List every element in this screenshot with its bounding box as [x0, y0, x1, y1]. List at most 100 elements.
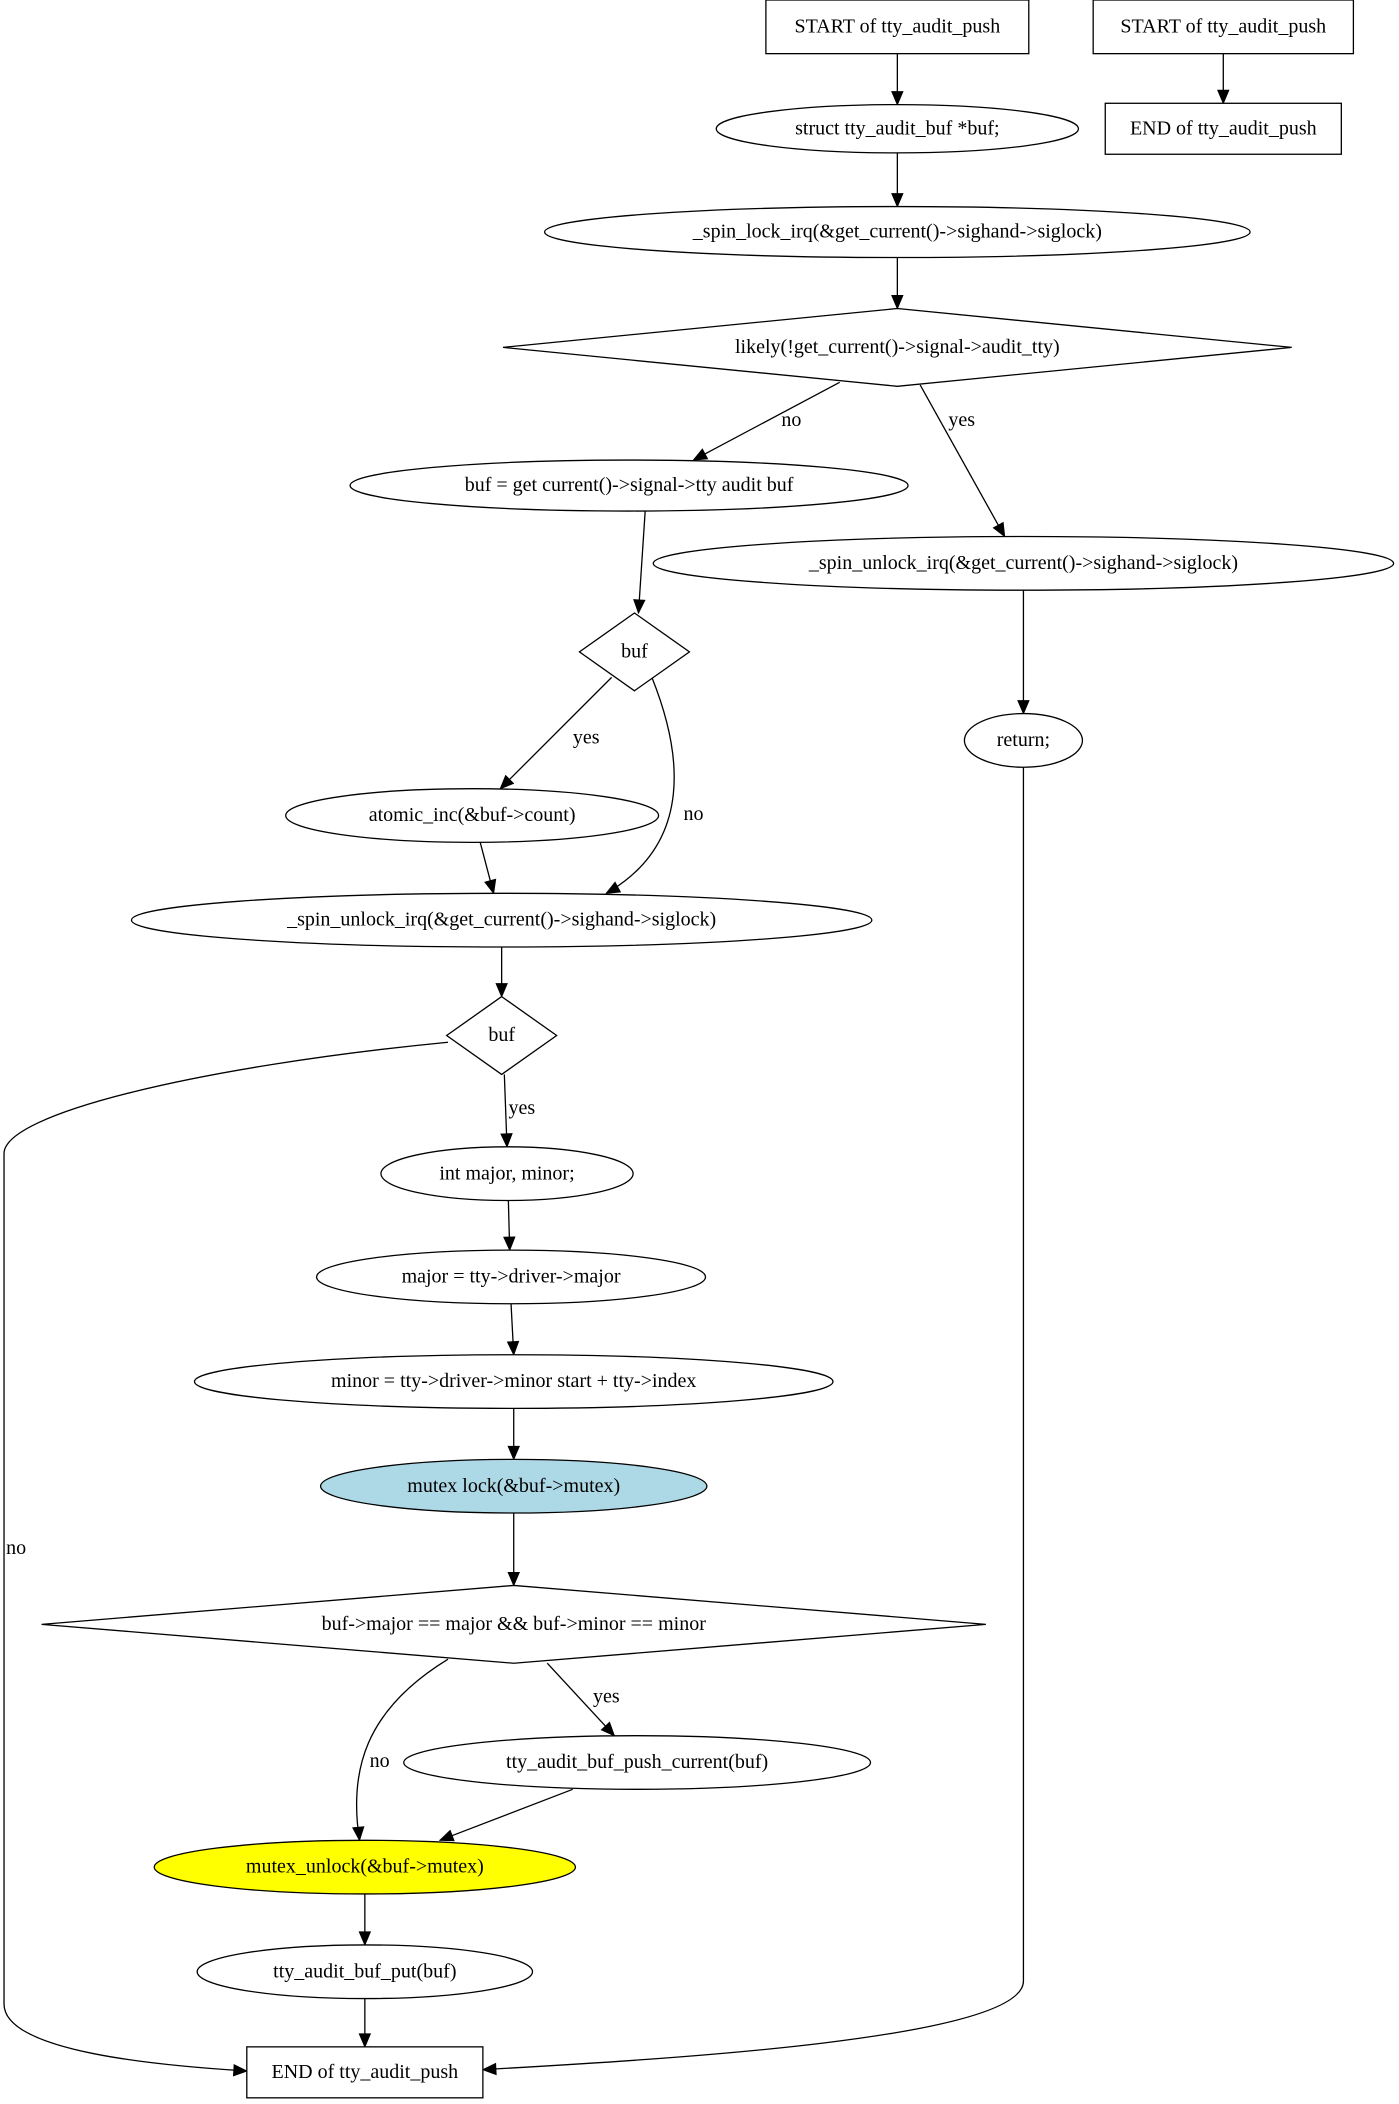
edge-likely_check-to-spin_unlock_yes: yes	[919, 384, 1006, 538]
edge-label: no	[370, 1750, 390, 1772]
node-return_node: return;	[963, 712, 1084, 768]
ellipse-shape	[403, 1735, 872, 1790]
edge-label: yes	[573, 727, 600, 749]
edge-arrowhead	[438, 1829, 455, 1842]
node-label: likely(!get_current()->signal->audit_tty…	[735, 336, 1060, 358]
node-buf_check2: buf	[445, 995, 558, 1076]
edge-arrowhead	[1017, 700, 1030, 715]
node-decl_buf: struct tty_audit_buf *buf;	[715, 103, 1080, 154]
ellipse-shape	[543, 205, 1251, 259]
ellipse-shape	[153, 1839, 577, 1895]
edge-start_main-to-decl_buf	[891, 53, 904, 106]
node-spin_lock: _spin_lock_irq(&get_current()->sighand->…	[543, 205, 1251, 259]
edge-label: no	[6, 1537, 26, 1559]
edge-arrowhead	[507, 1571, 520, 1587]
edge-arrowhead	[352, 1826, 365, 1842]
edge-arrowhead	[992, 521, 1006, 538]
edge-line	[439, 1788, 573, 1841]
node-assign_major: major = tty->driver->major	[315, 1249, 707, 1305]
node-label: _spin_lock_irq(&get_current()->sighand->…	[692, 221, 1102, 243]
node-mutex_unlock: mutex_unlock(&buf->mutex)	[153, 1839, 577, 1895]
box-shape	[1092, 0, 1355, 55]
edge-arrowhead	[499, 774, 515, 790]
node-label: buf	[488, 1024, 515, 1046]
edge-buf_put-to-end_main	[358, 1998, 372, 2049]
edge-assign_buf-to-buf_check1	[633, 511, 646, 615]
node-end_alt: END of tty_audit_push	[1104, 102, 1342, 155]
edge-arrowhead	[692, 448, 709, 461]
ellipse-shape	[193, 1354, 834, 1410]
edge-buf_check1-to-atomic_inc: yes	[499, 676, 613, 790]
edge-likely_check-to-assign_buf: no	[692, 381, 840, 461]
node-label: END of tty_audit_push	[272, 2061, 459, 2083]
node-start_main: START of tty_audit_push	[765, 0, 1030, 55]
node-push_current: tty_audit_buf_push_current(buf)	[403, 1735, 872, 1790]
edge-line	[482, 767, 1025, 2071]
node-atomic_inc: atomic_inc(&buf->count)	[285, 788, 660, 844]
node-label: _spin_unlock_irq(&get_current()->sighand…	[286, 909, 716, 931]
edge-arrowhead	[891, 295, 904, 310]
edge-arrowhead	[605, 881, 622, 894]
ellipse-shape	[196, 1944, 534, 2000]
edge-assign_major-to-assign_minor	[506, 1303, 520, 1357]
node-end_main: END of tty_audit_push	[246, 2046, 484, 2099]
edge-arrowhead	[500, 1133, 513, 1149]
edge-arrowhead	[891, 193, 904, 208]
edge-label: yes	[508, 1097, 535, 1119]
node-mutex_lock: mutex lock(&buf->mutex)	[319, 1458, 708, 1514]
edge-start_alt-to-end_alt	[1217, 53, 1230, 105]
node-label: struct tty_audit_buf *buf;	[795, 117, 999, 139]
box-shape	[246, 2046, 484, 2099]
edge-line	[499, 676, 613, 790]
edge-arrowhead	[358, 1931, 372, 1947]
ellipse-shape	[285, 788, 660, 844]
edge-arrowhead	[495, 983, 508, 998]
edge-mutex_unlock-to-buf_put	[358, 1893, 372, 1947]
edge-line	[355, 1658, 449, 1841]
ellipse-shape	[319, 1458, 708, 1514]
edge-major_minor_check-to-mutex_unlock: no	[352, 1658, 449, 1842]
node-assign_buf: buf = get current()->signal->tty audit b…	[349, 459, 909, 512]
node-label: mutex_unlock(&buf->mutex)	[246, 1856, 484, 1878]
node-buf_put: tty_audit_buf_put(buf)	[196, 1944, 534, 2000]
box-shape	[765, 0, 1030, 55]
edge-label: no	[781, 409, 801, 431]
edge-buf_check2-to-end_main: no	[3, 1041, 449, 2077]
node-label: buf->major == major && buf->minor == min…	[322, 1613, 707, 1635]
edge-line	[605, 677, 675, 894]
node-label: buf = get current()->signal->tty audit b…	[465, 474, 794, 496]
edge-major_minor_check-to-push_current: yes	[546, 1662, 620, 1737]
node-label: START of tty_audit_push	[794, 15, 1000, 37]
edge-line	[919, 384, 1006, 537]
edge-return_node-to-end_main	[481, 767, 1025, 2076]
edge-push_current-to-mutex_unlock	[438, 1788, 573, 1842]
edge-label: yes	[593, 1686, 620, 1708]
edge-arrowhead	[507, 1445, 520, 1461]
ellipse-shape	[349, 459, 909, 512]
ellipse-shape	[380, 1146, 634, 1202]
edge-decl_major_minor-to-assign_major	[503, 1200, 516, 1252]
edge-line	[3, 1041, 449, 2072]
node-label: return;	[997, 729, 1050, 751]
edge-arrowhead	[891, 91, 904, 106]
ellipse-shape	[315, 1249, 707, 1305]
edge-line	[693, 381, 840, 461]
node-label: START of tty_audit_push	[1120, 15, 1326, 37]
node-label: mutex lock(&buf->mutex)	[407, 1475, 620, 1497]
node-assign_minor: minor = tty->driver->minor start + tty->…	[193, 1354, 834, 1410]
edge-arrowhead	[633, 599, 646, 615]
node-label: END of tty_audit_push	[1130, 117, 1317, 139]
node-spin_unlock_yes: _spin_unlock_irq(&get_current()->sighand…	[652, 535, 1395, 591]
node-label: tty_audit_buf_push_current(buf)	[506, 1751, 768, 1773]
edge-mutex_lock-to-major_minor_check	[507, 1513, 520, 1587]
node-major_minor_check: buf->major == major && buf->minor == min…	[41, 1584, 986, 1664]
edge-arrowhead	[506, 1340, 520, 1357]
edge-arrowhead	[232, 2063, 249, 2077]
edge-assign_minor-to-mutex_lock	[507, 1408, 520, 1461]
node-label: buf	[621, 640, 648, 662]
edge-arrowhead	[484, 878, 497, 895]
node-label: atomic_inc(&buf->count)	[369, 804, 576, 826]
node-likely_check: likely(!get_current()->signal->audit_tty…	[502, 307, 1292, 387]
